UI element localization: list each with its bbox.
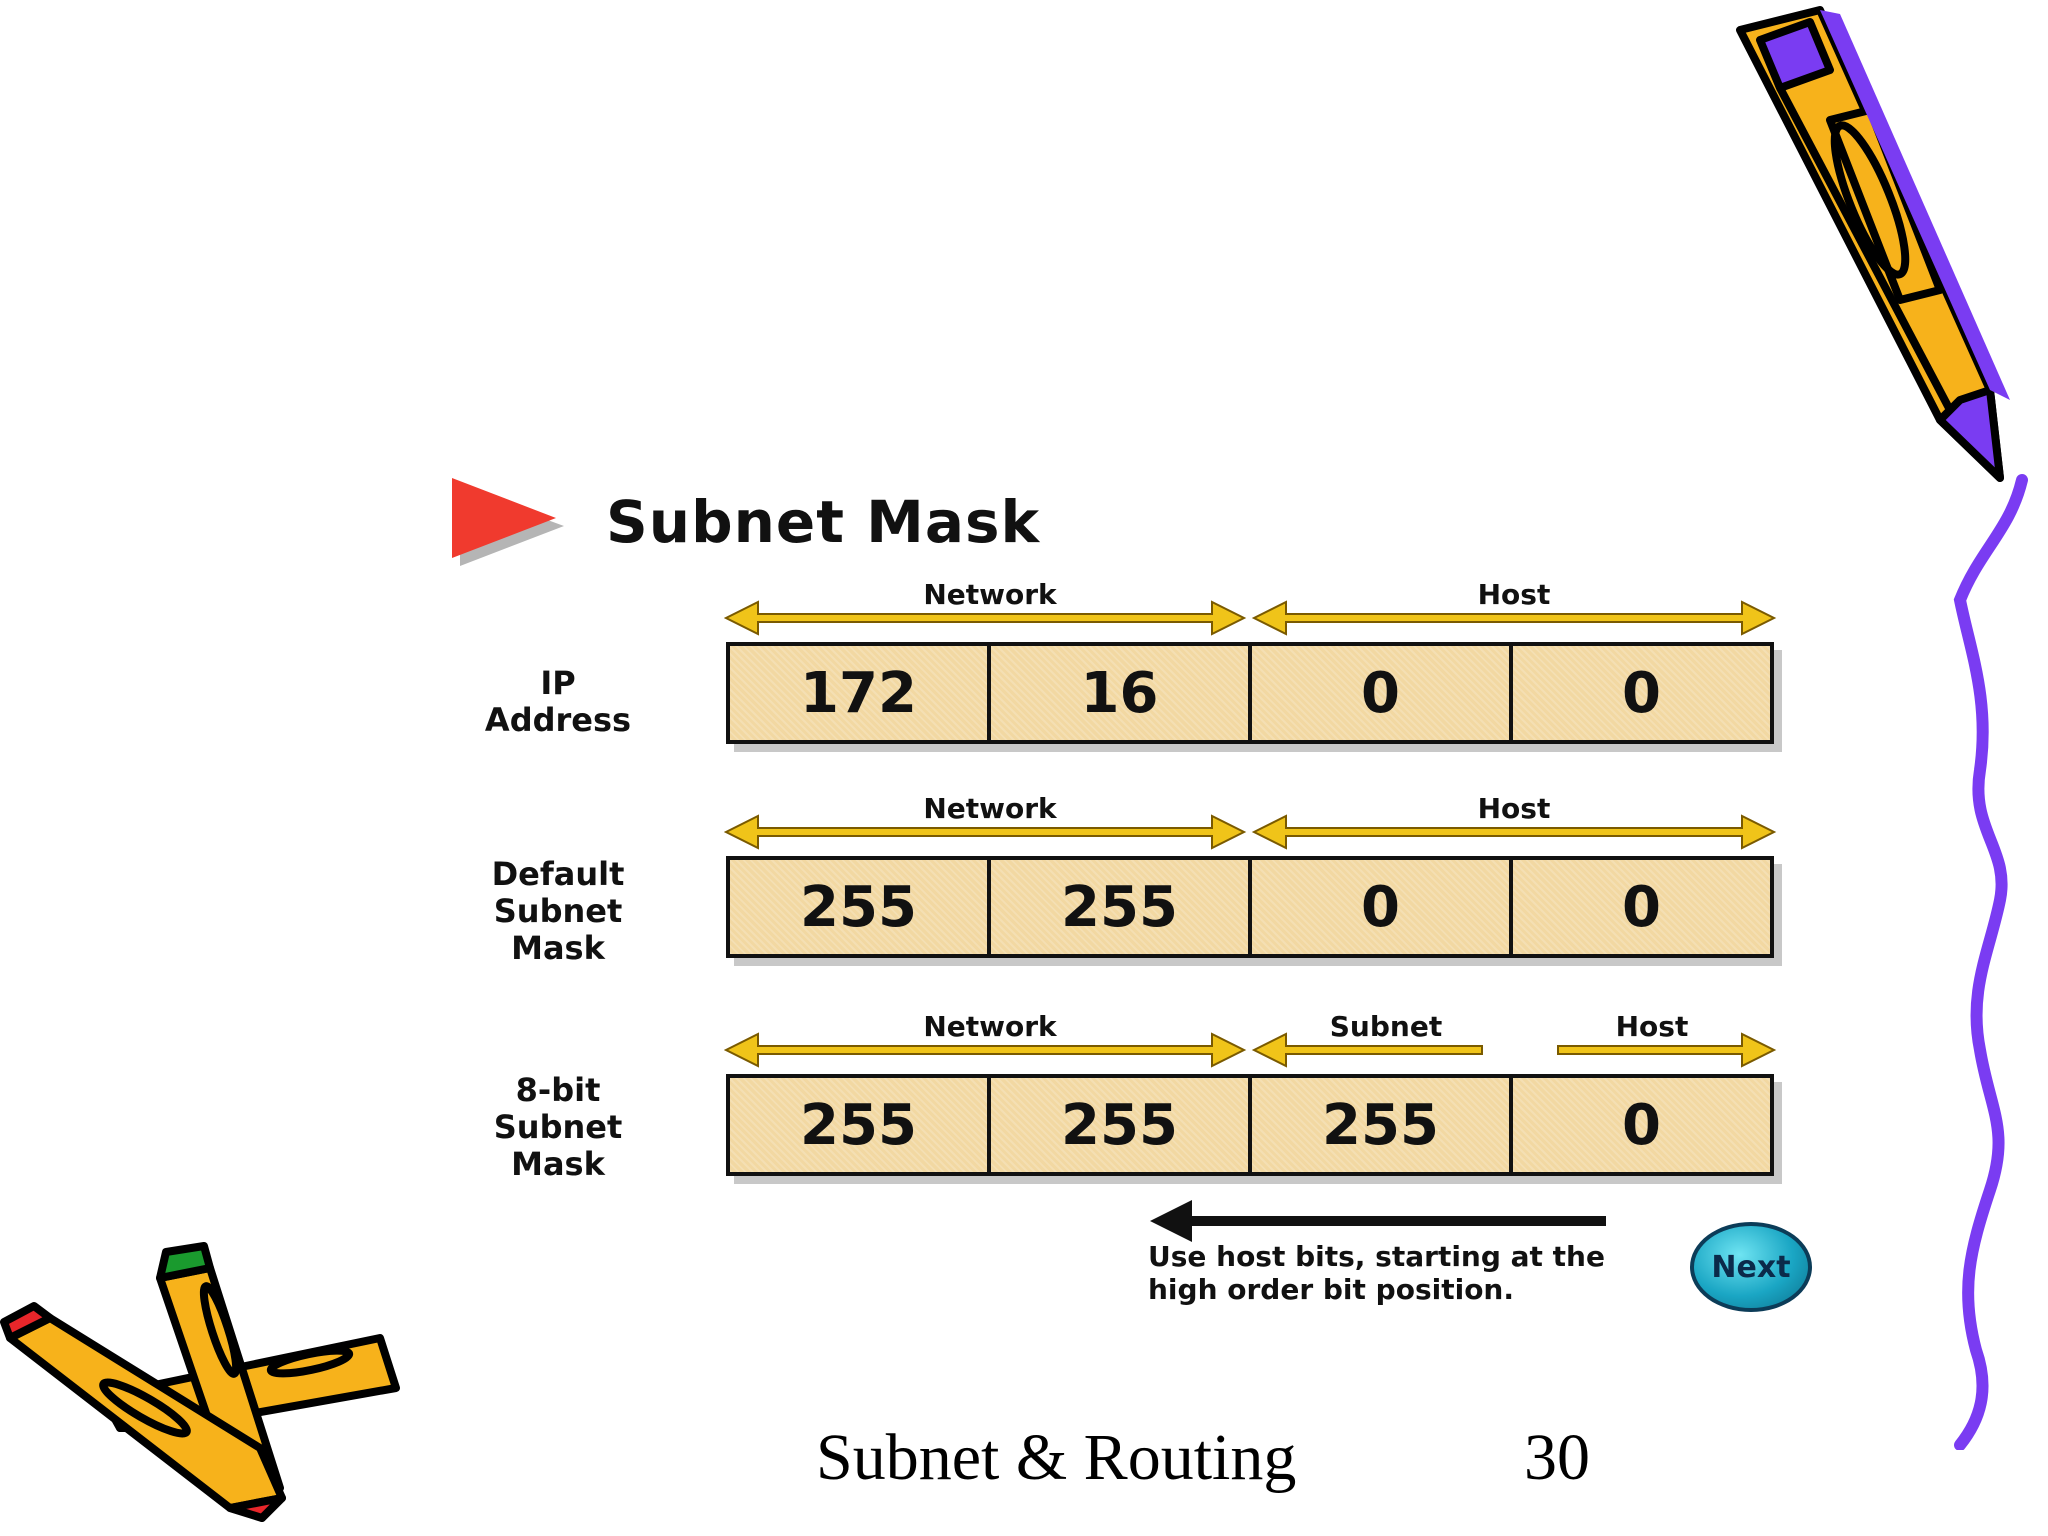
octet: 16 xyxy=(991,646,1252,740)
decorative-squiggle xyxy=(1953,474,2028,1450)
octet: 172 xyxy=(730,646,991,740)
octet: 255 xyxy=(1252,1078,1513,1172)
octet: 255 xyxy=(991,1078,1252,1172)
segment-label-subnet: Subnet xyxy=(1329,1010,1443,1043)
row-label-default-subnet-mask: Default Subnet Mask xyxy=(491,855,625,967)
row-label-ip-address: IP Address xyxy=(484,664,632,739)
footer-title: Subnet & Routing xyxy=(816,1421,1297,1494)
page-number: 30 xyxy=(1524,1421,1590,1494)
octet: 0 xyxy=(1513,1078,1770,1172)
octet: 255 xyxy=(730,860,991,954)
crossed-pencils-icon xyxy=(0,1242,400,1522)
8-bit-subnet-mask-octets: 255 255 255 0 xyxy=(726,1074,1774,1176)
segment-label-network: Network xyxy=(923,792,1057,825)
pencil-icon xyxy=(1736,6,2010,482)
slide-title: Subnet Mask xyxy=(606,488,1041,556)
next-button[interactable]: Next xyxy=(1690,1222,1812,1312)
octet: 255 xyxy=(730,1078,991,1172)
segment-label-network: Network xyxy=(923,1010,1057,1043)
red-triangle-icon xyxy=(452,478,564,566)
octet: 0 xyxy=(1513,646,1770,740)
segment-label-host: Host xyxy=(1615,1010,1689,1043)
segment-label-network: Network xyxy=(923,578,1057,611)
segment-label-host: Host xyxy=(1477,578,1551,611)
row-label-8-bit-subnet-mask: 8-bit Subnet Mask xyxy=(493,1071,623,1183)
ip-address-octets: 172 16 0 0 xyxy=(726,642,1774,744)
segment-label-host: Host xyxy=(1477,792,1551,825)
segment-arrows xyxy=(724,814,1777,850)
segment-arrows xyxy=(724,1032,1777,1068)
octet: 0 xyxy=(1252,860,1513,954)
default-subnet-mask-octets: 255 255 0 0 xyxy=(726,856,1774,958)
left-arrow-icon xyxy=(1150,1200,1606,1242)
note-text: Use host bits, starting at the high orde… xyxy=(1148,1240,1605,1306)
octet: 0 xyxy=(1252,646,1513,740)
segment-arrows xyxy=(724,600,1777,636)
octet: 255 xyxy=(991,860,1252,954)
octet: 0 xyxy=(1513,860,1770,954)
